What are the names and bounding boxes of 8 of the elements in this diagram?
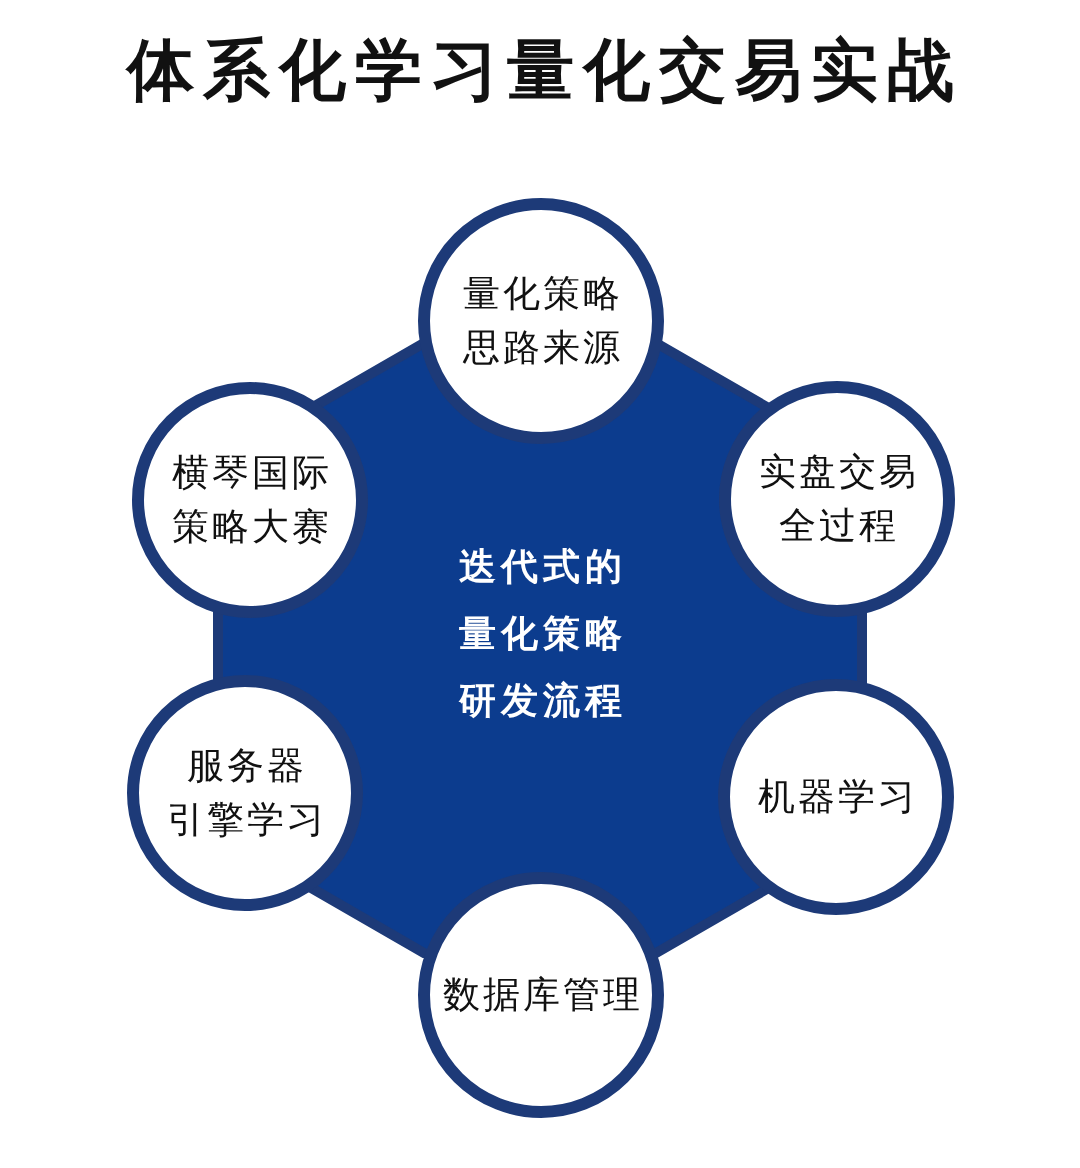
topic-label: 数据库管理 — [442, 972, 643, 1018]
topic-label: 服务器引擎学习 — [166, 743, 327, 843]
topic-label: 量化策略思路来源 — [462, 271, 623, 371]
topic-label: 实盘交易全过程 — [758, 449, 919, 549]
topic-label: 机器学习 — [757, 774, 918, 820]
topic-label: 横琴国际策略大赛 — [171, 450, 332, 550]
diagram-title: 体系化学习量化交易实战 — [126, 30, 963, 111]
center-label: 迭代式的量化策略研发流程 — [458, 543, 627, 724]
